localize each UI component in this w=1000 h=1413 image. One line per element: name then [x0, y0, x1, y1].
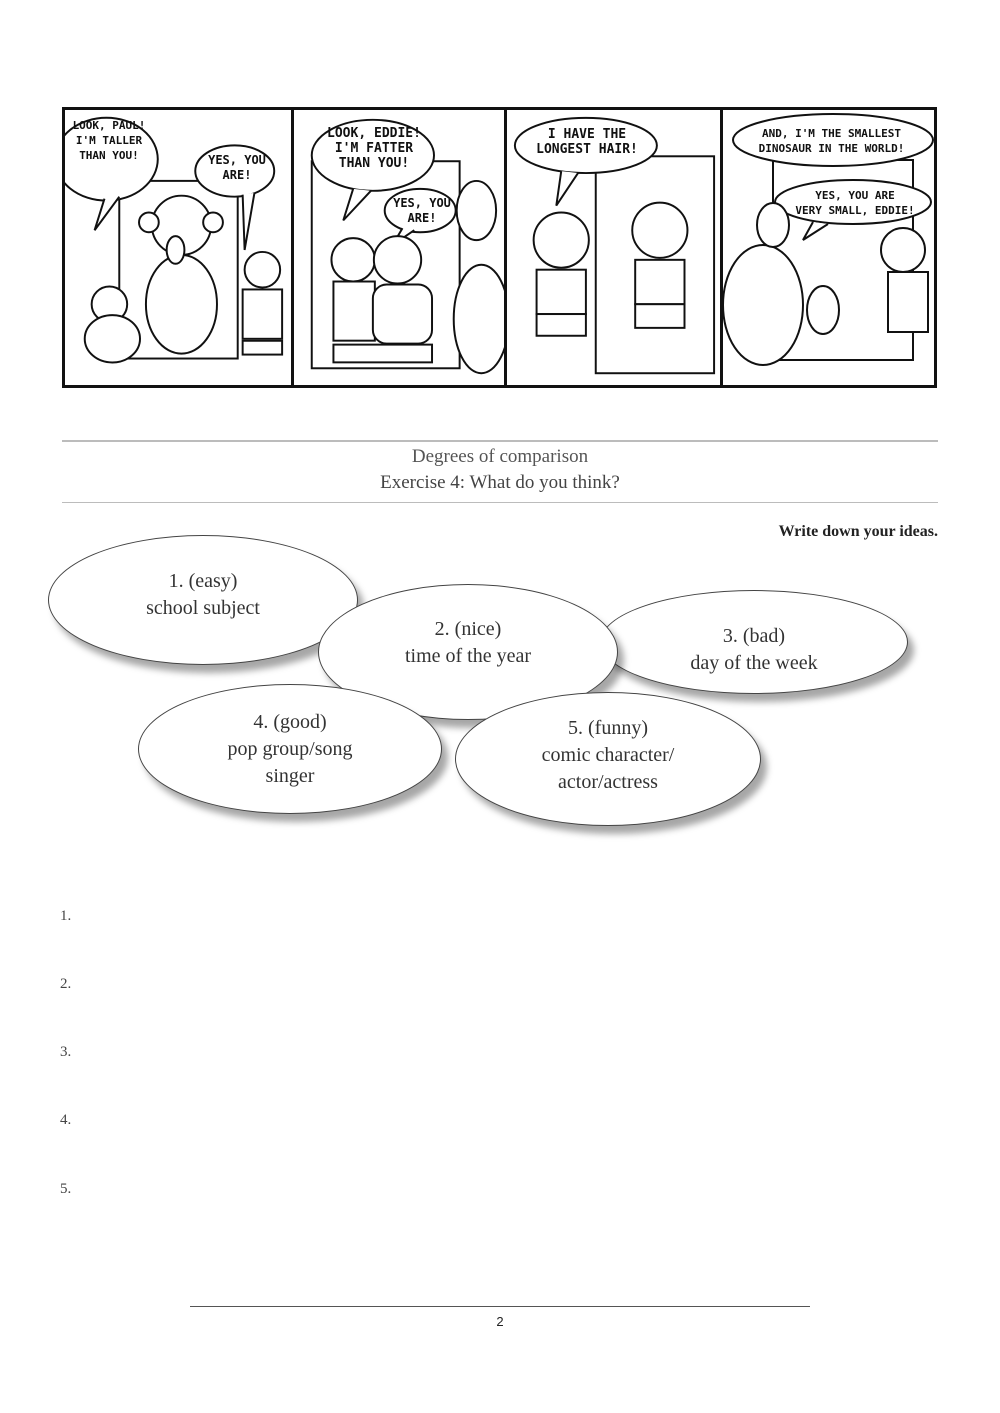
speech-bubble-smallest: AND, I'M THE SMALLEST DINOSAUR IN THE WO…: [758, 127, 905, 155]
header-top-rule: [62, 440, 938, 442]
answer-line-1[interactable]: 1.: [60, 908, 72, 924]
speech-bubble-yes-2: YES, YOU ARE!: [393, 196, 451, 225]
prompt-2-topic: time of the year: [404, 645, 532, 667]
answer-line-2[interactable]: 2.: [60, 976, 72, 992]
footer-rule: [190, 1306, 810, 1307]
answer-line-5[interactable]: 5.: [60, 1181, 72, 1197]
page-title: Degrees of comparison: [411, 446, 589, 467]
prompt-1-number: 1. (easy): [168, 570, 238, 592]
prompt-4-topic-line2: singer: [265, 765, 315, 787]
prompt-4-topic: pop group/song: [227, 738, 353, 760]
comic-panel-1-drawing: [65, 116, 284, 364]
comic-panel-4-drawing: [723, 113, 934, 366]
exercise-subtitle: Exercise 4: What do you think?: [380, 472, 620, 493]
prompt-1-topic: school subject: [146, 597, 260, 619]
instruction-text: Write down your ideas.: [778, 523, 938, 540]
prompt-ellipse-3: 3. (bad) day of the week: [600, 590, 908, 694]
speech-bubble-taller: LOOK, PAUL! I'M TALLER THAN YOU!: [72, 119, 146, 162]
comic-strip: LOOK, PAUL! I'M TALLER THAN YOU! YES, YO…: [62, 107, 937, 388]
header-bottom-rule: [62, 502, 938, 503]
comic-panel-3: I HAVE THE LONGEST HAIR!: [507, 110, 723, 385]
comic-panel-2: LOOK, EDDIE! I'M FATTER THAN YOU! YES, Y…: [294, 110, 507, 385]
speech-bubble-fatter: LOOK, EDDIE! I'M FATTER THAN YOU!: [327, 126, 421, 171]
comic-panel-4: AND, I'M THE SMALLEST DINOSAUR IN THE WO…: [723, 110, 934, 385]
prompt-5-topic-line2: actor/actress: [558, 771, 658, 793]
prompt-3-number: 3. (bad): [722, 625, 786, 647]
prompt-ellipse-4: 4. (good) pop group/song singer: [138, 684, 442, 814]
page-number: 2: [496, 1314, 504, 1329]
comic-panel-1: LOOK, PAUL! I'M TALLER THAN YOU! YES, YO…: [65, 110, 294, 385]
answer-line-4[interactable]: 4.: [60, 1112, 72, 1128]
speech-bubble-yes-1: YES, YOU ARE!: [208, 153, 266, 182]
comic-panel-3-drawing: [513, 116, 716, 375]
answer-line-3[interactable]: 3.: [60, 1044, 72, 1060]
prompt-ellipse-5: 5. (funny) comic character/ actor/actres…: [455, 692, 761, 826]
prompt-ellipse-1: 1. (easy) school subject: [48, 535, 358, 665]
speech-bubble-longest-hair: I HAVE THE LONGEST HAIR!: [536, 127, 638, 157]
speech-bubble-very-small: YES, YOU ARE VERY SMALL, EDDIE!: [795, 189, 915, 217]
prompt-4-number: 4. (good): [253, 711, 327, 733]
prompt-5-topic: comic character/: [541, 744, 675, 766]
prompt-2-number: 2. (nice): [434, 618, 502, 640]
prompt-3-topic: day of the week: [690, 652, 818, 674]
comic-panel-2-drawing: [310, 118, 504, 375]
prompt-5-number: 5. (funny): [568, 717, 648, 739]
